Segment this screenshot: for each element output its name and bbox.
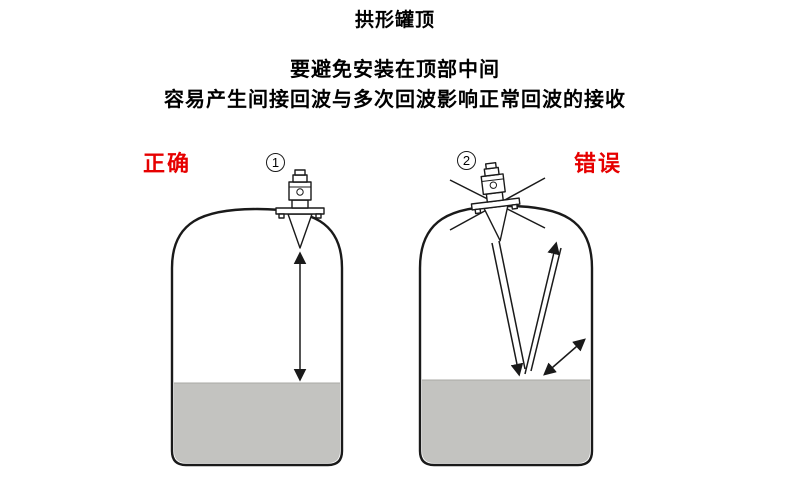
radar-sensor-left [275,169,325,249]
sensor-neck [291,199,309,209]
sensor-knob [484,162,497,170]
page-title: 拱形罐顶 [354,10,435,31]
sensor-flange [275,207,325,215]
correct-label: 正确 [143,151,192,176]
tank-left-liquid [174,383,340,463]
multipath-arrow-down-1 [491,242,524,377]
tank-right [418,162,594,467]
sensor-knob [294,169,306,176]
subtitle-line-2: 容易产生间接回波与多次回波影响正常回波的接收 [164,89,626,111]
sensor-bolt-left [278,213,285,219]
radar-sensor-right [470,162,521,242]
sensor-display [296,188,304,196]
subtitle-line-1: 要避免安装在顶部中间 [290,59,500,81]
multipath-arrow-up-1 [524,241,560,375]
sensor-display [489,181,498,189]
multipath-line-down-2 [498,240,526,370]
sensor-bolt-right [315,213,322,219]
sensor-bolt-left [474,208,482,215]
tank-right-liquid [422,380,590,463]
tank-left [170,169,344,467]
sensor-cap [292,174,308,183]
circle-number-2: 2 [457,151,476,170]
circle-number-1: 1 [266,153,285,172]
multipath-line-up-2 [530,247,562,372]
reflection-double-arrow [543,338,586,376]
sensor-body [480,173,506,196]
sensor-bolt-right [511,203,519,210]
sensor-body-line [481,178,504,183]
sensor-body [288,181,312,201]
wrong-label: 错误 [574,151,623,176]
